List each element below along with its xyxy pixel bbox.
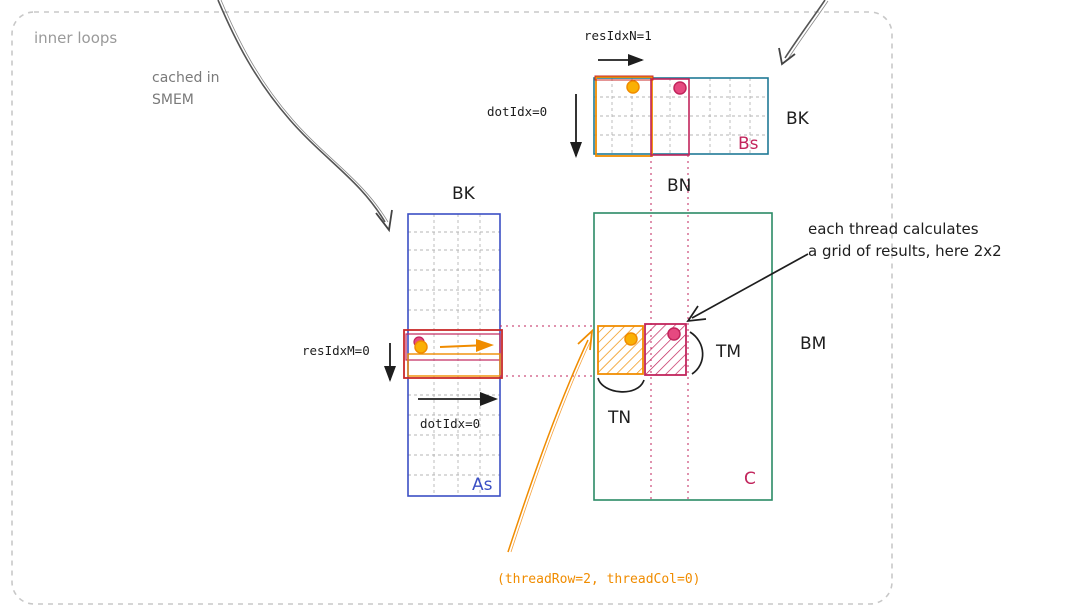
bs-pink-dot — [673, 81, 687, 95]
bn-label: BN — [667, 176, 691, 196]
dot-idx-a-arrow-head — [480, 392, 498, 406]
bs-pink-column — [650, 78, 690, 156]
each-thread-arrow — [691, 253, 809, 319]
bs-label: Bs — [738, 134, 759, 154]
top-right-arrow — [784, 0, 826, 59]
each-thread-arrow-head — [686, 305, 707, 323]
bs-red-highlight — [594, 75, 654, 81]
smem-curve-arrow-shadow — [220, 0, 389, 223]
guide-lines — [500, 155, 689, 500]
res-idx-n-label: resIdxN=1 — [584, 28, 652, 43]
inner-loops-label: inner loops — [34, 29, 117, 47]
bm-label: BM — [800, 334, 826, 354]
as-grid — [408, 214, 500, 496]
as-orange-dot — [414, 340, 428, 354]
as-red-band — [403, 329, 503, 379]
cached-label-line2: SMEM — [152, 92, 194, 108]
bs-orange-dot — [626, 80, 640, 94]
bs-grid — [594, 78, 768, 154]
c-orange-dot — [624, 332, 638, 346]
res-idx-n-arrow-head — [628, 54, 644, 66]
inner-loops-frame — [11, 11, 893, 605]
smem-arrow-head — [375, 209, 393, 233]
as-label: As — [472, 475, 493, 495]
c-orange-cell — [597, 325, 644, 375]
thread-pointer-head — [577, 328, 594, 351]
tn-brace — [597, 377, 645, 393]
tm-brace — [689, 331, 704, 375]
dot-idx-b-label: dotIdx=0 — [487, 104, 547, 119]
cached-label-line1: cached in — [152, 70, 220, 86]
c-pink-dot — [667, 327, 681, 341]
each-thread-line1: each thread calculates — [808, 220, 979, 238]
as-orange-arrow-head — [476, 339, 494, 352]
tm-label: TM — [715, 342, 741, 362]
top-right-arrow-head — [778, 47, 796, 66]
top-right-arrow-shadow — [787, 0, 829, 60]
c-label: C — [744, 469, 756, 489]
res-idx-m-arrow-head — [384, 366, 396, 382]
as-matrix — [407, 213, 501, 497]
res-idx-m-label: resIdxM=0 — [302, 343, 370, 358]
bs-matrix — [593, 77, 769, 155]
tn-label: TN — [607, 408, 631, 428]
thread-pointer-line — [507, 339, 589, 553]
bs-orange-column — [595, 76, 653, 157]
as-pink-band — [405, 333, 501, 361]
thread-pos-label: (threadRow=2, threadCol=0) — [497, 572, 701, 587]
dot-idx-a-label: dotIdx=0 — [420, 416, 480, 431]
each-thread-line2: a grid of results, here 2x2 — [808, 242, 1002, 260]
smem-curve-arrow — [217, 0, 386, 223]
thread-pointer-line-shadow — [510, 339, 592, 553]
dot-idx-b-arrow-head — [570, 142, 582, 158]
as-orange-band — [407, 353, 501, 377]
bk-top-label: BK — [786, 109, 810, 129]
bk-left-label: BK — [452, 184, 476, 204]
c-matrix — [593, 212, 773, 501]
